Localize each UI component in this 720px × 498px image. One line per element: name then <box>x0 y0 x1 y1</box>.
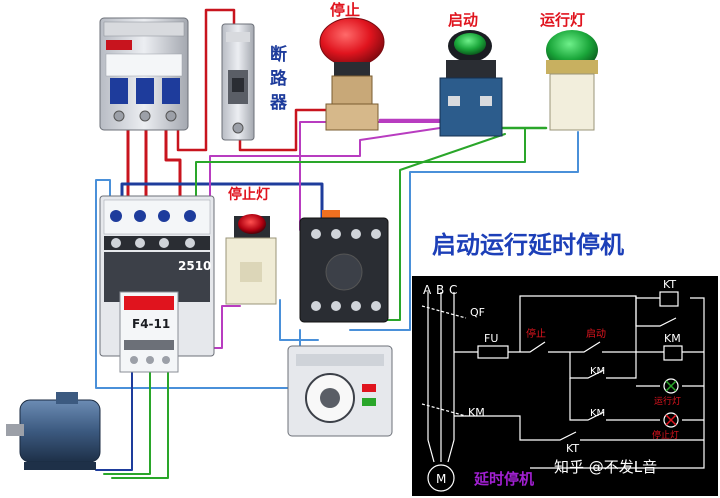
stop-button <box>319 17 385 131</box>
wire-magenta-timer <box>299 121 441 231</box>
phase-a: A <box>423 283 432 297</box>
control-breaker <box>221 23 255 141</box>
stop-lamp <box>225 214 277 305</box>
start-button <box>439 30 503 137</box>
timer-socket <box>299 210 389 323</box>
start-label: 启动 <box>448 11 478 29</box>
wire-red-breaker <box>176 8 236 152</box>
motor <box>6 392 101 470</box>
fu-label: FU <box>484 332 498 345</box>
breaker-label-2: 路 <box>270 68 288 89</box>
kt-top-label: KT <box>663 278 676 291</box>
kt-contact-label: KT <box>566 442 579 455</box>
schematic-panel <box>412 276 718 496</box>
km-contact1-label: KM <box>590 366 605 377</box>
phase-b: B <box>436 283 444 297</box>
watermark: 知乎 @不发L音 <box>554 458 657 476</box>
phase-c: C <box>449 283 457 297</box>
stop-label: 停止 <box>330 1 360 19</box>
wire-lightblue-run <box>349 131 579 331</box>
km-contact2-label: KM <box>590 408 605 419</box>
run-lamp-label: 运行灯 <box>540 11 585 29</box>
schem-start-label: 启动 <box>586 327 606 340</box>
stop-lamp-label: 停止灯 <box>228 186 270 203</box>
schem-run-lamp-label: 运行灯 <box>654 395 681 407</box>
timer-relay <box>287 345 393 437</box>
breaker-label-1: 断 <box>270 44 287 65</box>
schematic-title: 启动运行延时停机 <box>432 231 624 259</box>
wire-motor-w <box>111 371 169 479</box>
qf-label: QF <box>470 306 485 319</box>
run-lamp <box>546 30 598 131</box>
breaker-label-3: 器 <box>269 93 288 113</box>
schem-stop-label: 停止 <box>526 327 546 340</box>
wire-green-aux <box>195 127 526 211</box>
schematic-caption: 延时停机 <box>473 470 534 488</box>
wire-lightblue-stoplamp <box>279 299 319 341</box>
overload-relay <box>119 291 179 373</box>
km-main-label: KM <box>468 406 485 419</box>
contactor-model: 2510 <box>178 259 211 273</box>
km-coil-label: KM <box>664 332 681 345</box>
wire-red-stop <box>238 108 328 152</box>
main-circuit-breaker <box>99 17 189 131</box>
motor-m-label: M <box>436 472 446 486</box>
wire-motor-u <box>95 371 133 471</box>
wire-motor-v <box>103 371 151 475</box>
overload-model: F4-11 <box>132 317 170 331</box>
schem-stop-lamp-label: 停止灯 <box>652 429 679 441</box>
